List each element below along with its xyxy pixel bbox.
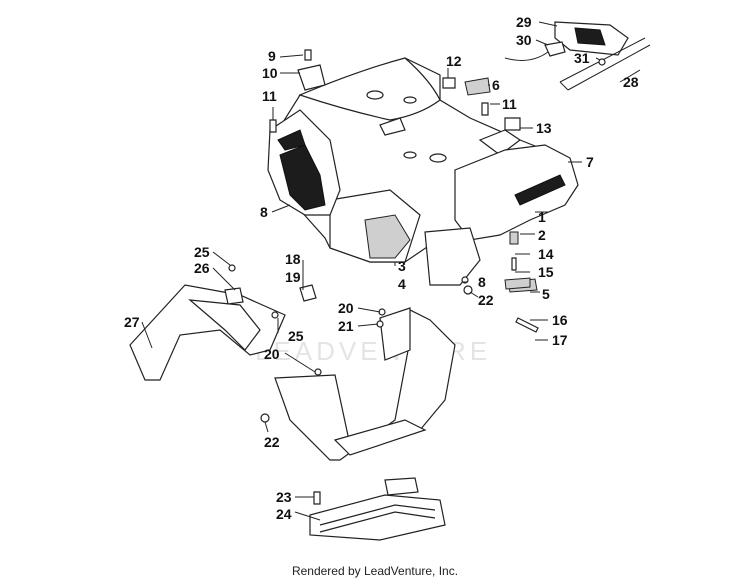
grommet-14 [509, 231, 519, 245]
left-footwell-panel [129, 284, 286, 381]
callout-25a: 25 [194, 244, 210, 260]
callout-12: 12 [446, 53, 462, 69]
right-fender-rear [424, 227, 481, 286]
leader-lines [141, 21, 641, 521]
clip-18 [299, 284, 317, 302]
callout-11a: 11 [262, 88, 277, 104]
left-footwell-bracket [224, 287, 244, 305]
callout-9: 9 [268, 48, 276, 64]
callout-7: 7 [586, 154, 594, 170]
callout-8a: 8 [260, 204, 268, 220]
screw-25a [228, 264, 236, 272]
callout-26: 26 [194, 260, 210, 276]
screw-15 [511, 257, 517, 271]
callout-5: 5 [542, 286, 550, 302]
right-fender-stripe [514, 174, 566, 206]
bracket-10 [297, 64, 326, 91]
strap-17 [515, 317, 539, 333]
decal-5 [504, 277, 531, 290]
nut-12 [442, 77, 456, 89]
callout-21: 21 [338, 318, 354, 334]
footer-credit: Rendered by LeadVenture, Inc. [291, 564, 459, 578]
callout-labels: 1 2 3 4 5 6 7 8 8 9 10 11 11 12 13 14 15… [124, 14, 639, 522]
bolt-11b [481, 102, 489, 116]
taillight-socket [544, 41, 566, 57]
callout-18: 18 [285, 251, 301, 267]
taillight-wire [504, 51, 549, 61]
callout-20b: 20 [264, 346, 280, 362]
callout-24: 24 [276, 506, 292, 522]
screw-31 [598, 58, 606, 66]
grommet-13 [504, 117, 521, 131]
footwell-side [379, 307, 411, 361]
callout-3: 3 [398, 258, 406, 274]
callout-19: 19 [285, 269, 301, 285]
callout-4: 4 [398, 276, 406, 292]
callout-8b: 8 [478, 274, 486, 290]
callout-1: 1 [538, 209, 546, 225]
callout-2: 2 [538, 227, 546, 243]
footwell-tread [333, 419, 427, 456]
callout-27: 27 [124, 314, 140, 330]
callout-23: 23 [276, 489, 292, 505]
callout-30: 30 [516, 32, 532, 48]
decal-6 [464, 77, 491, 96]
callout-29: 29 [516, 14, 532, 30]
left-fender-graphic-top [277, 129, 306, 151]
nut-20b [314, 368, 322, 376]
callout-22b: 22 [478, 292, 494, 308]
bolt-23 [313, 491, 321, 505]
callout-20a: 20 [338, 300, 354, 316]
callout-25b: 25 [288, 328, 304, 344]
callout-13: 13 [536, 120, 552, 136]
callout-17: 17 [552, 332, 568, 348]
nut-22a [260, 413, 270, 423]
callout-11b: 11 [502, 96, 517, 112]
footrest-mount [384, 477, 419, 496]
callout-10: 10 [262, 65, 278, 81]
callout-22a: 22 [264, 434, 280, 450]
footrest-bar [319, 504, 436, 533]
callout-14: 14 [538, 246, 554, 262]
callout-16: 16 [552, 312, 568, 328]
callout-15: 15 [538, 264, 554, 280]
bolt-9 [304, 49, 312, 61]
left-footwell-inner [188, 299, 261, 351]
screw-25b [271, 311, 279, 319]
callout-6: 6 [492, 77, 500, 93]
taillight-lens [574, 27, 606, 46]
bolt-11a [269, 119, 277, 133]
callout-31: 31 [574, 50, 590, 66]
callout-28: 28 [623, 74, 639, 90]
